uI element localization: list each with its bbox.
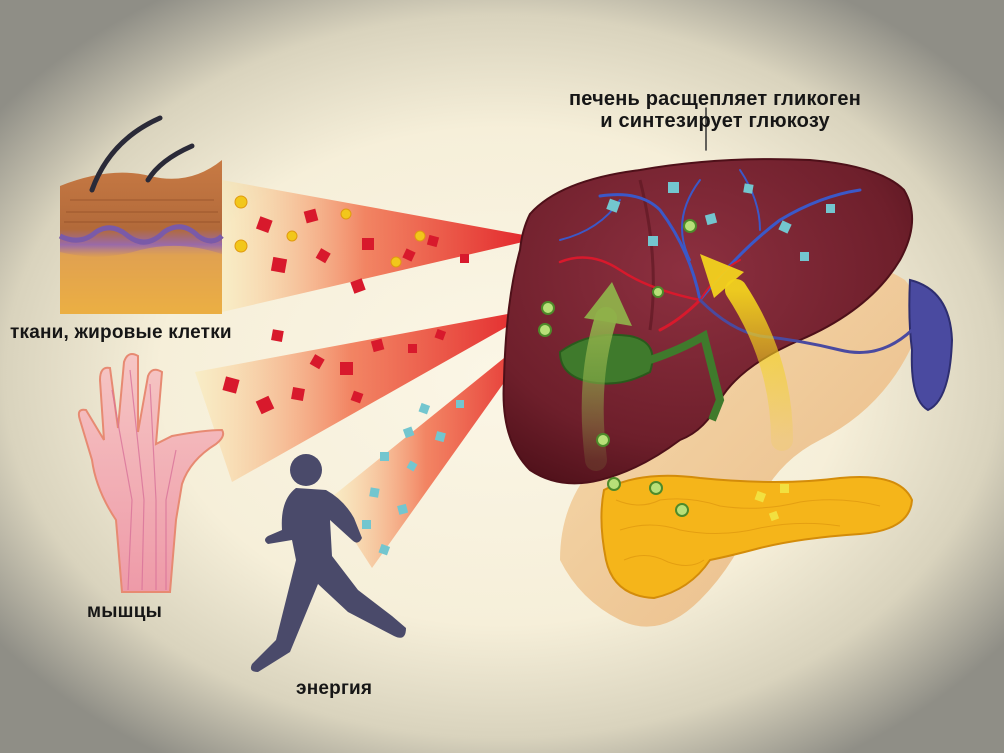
runner-icon xyxy=(250,454,406,672)
spleen xyxy=(908,278,954,412)
liver-icon xyxy=(502,107,914,485)
liver-vessels xyxy=(558,107,914,354)
liver-caption: печень расщепляет гликоген и синтезирует… xyxy=(520,88,910,132)
skin-tissue-icon xyxy=(58,115,224,314)
energy-label: энергия xyxy=(296,678,373,699)
beam-to-muscle xyxy=(195,308,540,482)
hand-muscle-icon xyxy=(77,353,225,593)
green-arrow xyxy=(581,282,632,471)
liver-caption-line-1: печень расщепляет гликоген xyxy=(568,88,862,110)
muscle-label: мышцы xyxy=(87,601,163,622)
yellow-dots xyxy=(234,195,426,268)
pancreas xyxy=(600,474,914,600)
tissue-label: ткани, жировые клетки xyxy=(10,322,232,343)
red-glucose-cubes xyxy=(222,208,469,415)
glucose-beams xyxy=(195,180,545,568)
liver-glycogen-cubes xyxy=(606,182,835,261)
beam-to-tissue xyxy=(222,180,540,312)
beam-to-runner xyxy=(328,325,545,568)
green-dots xyxy=(538,219,697,517)
particles xyxy=(222,195,469,556)
yellow-arrow xyxy=(700,254,793,451)
cyan-glycogen-cubes xyxy=(362,400,464,556)
liver-caption-line-2: и синтезирует глюкозу xyxy=(600,110,830,132)
